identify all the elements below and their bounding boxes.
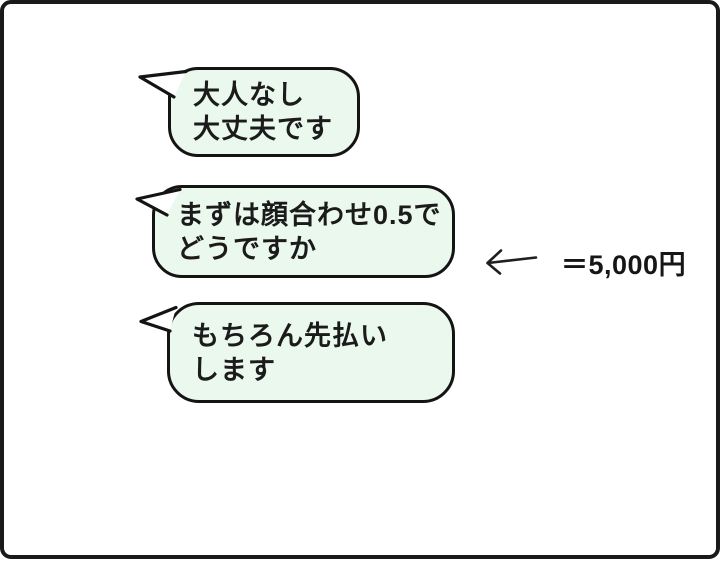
speech-bubble-3: もちろん先払い します — [167, 302, 455, 403]
message-line: どうですか — [177, 233, 317, 264]
message-line: 大丈夫です — [193, 114, 333, 144]
message-line: まずは顔合わせ0.5で — [177, 199, 442, 230]
speech-bubble-2: まずは顔合わせ0.5で どうですか — [152, 185, 455, 278]
message-line: します — [192, 354, 276, 385]
message-line: もちろん先払い — [192, 320, 388, 351]
price-label: ＝5,000円 — [561, 250, 687, 280]
message-line: 大人なし — [193, 80, 305, 110]
speech-bubble-1: 大人なし 大丈夫です — [168, 67, 360, 157]
